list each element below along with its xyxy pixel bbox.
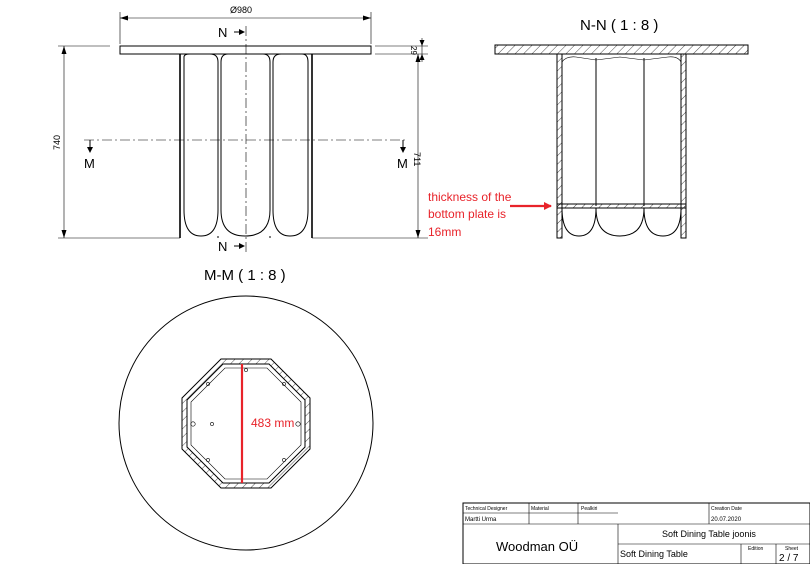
dimension-height-711: 711 bbox=[412, 152, 422, 166]
section-marker-m-right: M bbox=[397, 156, 408, 171]
section-mm-tabletop-circle bbox=[118, 295, 374, 551]
section-marker-m-left: M bbox=[84, 156, 95, 171]
section-mm-title: M-M ( 1 : 8 ) bbox=[204, 267, 286, 284]
tb-creation-date-value: 20.07.2020 bbox=[711, 517, 742, 523]
section-marker-n-top: N bbox=[218, 25, 227, 40]
dimension-height-740: 740 bbox=[52, 135, 62, 150]
section-mm-view: M-M ( 1 : 8 ) 483 mm bbox=[118, 267, 374, 551]
tb-company: Woodman OÜ bbox=[496, 539, 578, 554]
title-block: Technical Designer Martti Urma Material … bbox=[462, 502, 810, 564]
annotation-line-2: bottom plate is bbox=[428, 207, 506, 221]
section-marker-n-bottom: N bbox=[218, 239, 227, 254]
tb-technical-designer-label: Technical Designer bbox=[465, 506, 508, 512]
tb-drawing-title: Soft Dining Table joonis bbox=[662, 529, 756, 539]
tb-sheet-value: 2 / 7 bbox=[779, 553, 799, 564]
annotation-line-1: thickness of the bbox=[428, 190, 512, 204]
section-mm-dimension: 483 mm bbox=[251, 416, 294, 430]
section-nn-bottom-plate bbox=[556, 203, 687, 209]
tb-sheet-label: Sheet bbox=[785, 546, 799, 552]
section-nn-title: N-N ( 1 : 8 ) bbox=[580, 17, 658, 34]
annotation-line-3: 16mm bbox=[428, 225, 461, 239]
tb-material-label: Material bbox=[531, 506, 549, 512]
dimension-top-thickness: 29 bbox=[409, 46, 418, 55]
front-base bbox=[179, 53, 313, 238]
section-nn-view: N-N ( 1 : 8 ) thickness of the bottom pl… bbox=[428, 17, 749, 239]
section-mm-octagon bbox=[181, 358, 311, 489]
section-nn-tabletop bbox=[494, 44, 749, 55]
tb-edition-label: Edition bbox=[748, 546, 764, 552]
front-tabletop bbox=[119, 45, 372, 55]
tb-creation-date-label: Creation Date bbox=[711, 506, 742, 512]
dimension-diameter: Ø980 bbox=[230, 5, 252, 15]
front-view: M M N N Ø980 740 711 29 bbox=[52, 5, 428, 254]
tb-product-name: Soft Dining Table bbox=[620, 549, 688, 559]
tb-technical-designer-value: Martti Urma bbox=[465, 517, 497, 523]
tb-pealkiri-label: Pealkiri bbox=[581, 506, 597, 512]
